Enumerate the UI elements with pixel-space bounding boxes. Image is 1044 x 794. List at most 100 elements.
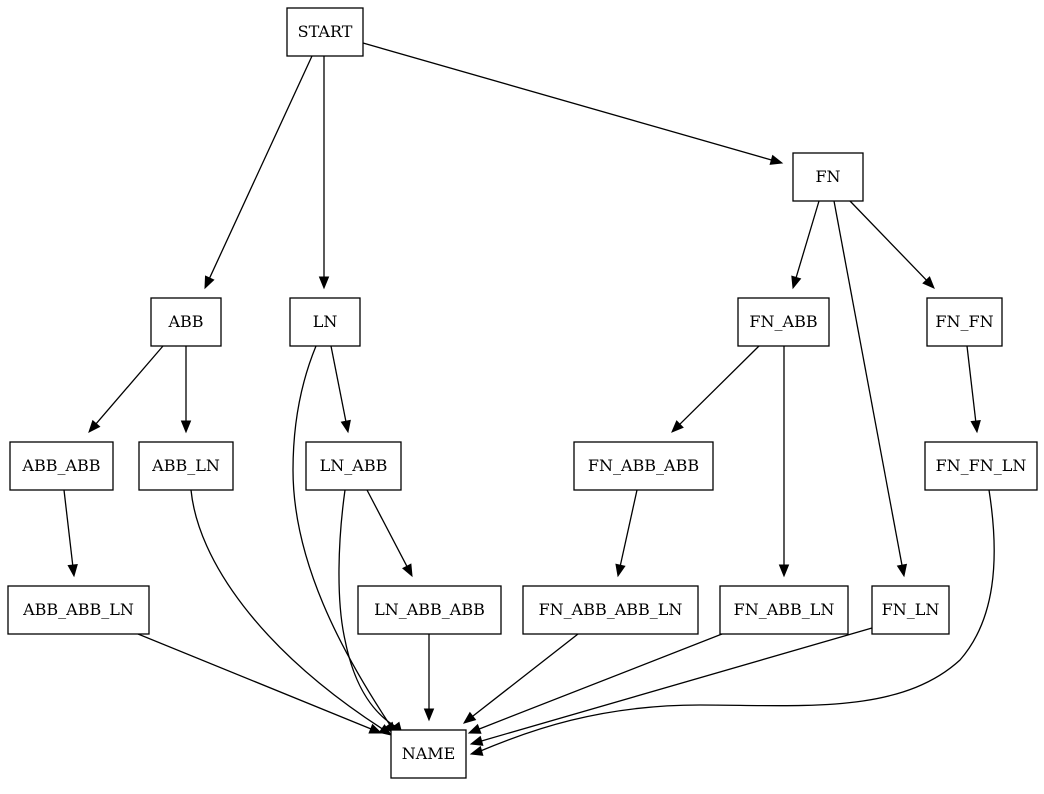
edge-abb-ln-to-name [190, 489, 393, 736]
edge-abb-abb-ln-to-name-line [137, 633, 372, 730]
edge-fn-to-fn-ln-line [833, 200, 903, 567]
node-abb-abb-ln-label: ABB_ABB_LN [22, 600, 134, 619]
node-ln-box [289, 297, 361, 347]
edge-abb-to-abb-abb-line [95, 345, 164, 425]
edge-fn-abb-to-fn-abb-abb-line [678, 345, 760, 426]
node-abb-abb-label: ABB_ABB [21, 456, 100, 475]
edge-abb-abb-to-abb-abb-ln [63, 489, 78, 578]
node-ln-abb-abb: LN_ABB_ABB [357, 585, 502, 635]
edge-fn-ln-to-name-line [480, 627, 873, 742]
node-fn-abb-label: FN_ABB [749, 312, 817, 331]
node-abb-abb-box [9, 441, 114, 491]
node-fn-abb-abb: FN_ABB_ABB [573, 441, 714, 491]
node-name: NAME [390, 729, 467, 779]
edge-abb-to-abb-ln-arrowhead [180, 420, 192, 434]
edge-fn-fn-ln-to-name-arrowhead [469, 745, 484, 756]
edge-ln-to-ln-abb-line [330, 345, 347, 423]
node-start-label: START [298, 22, 353, 41]
edge-fn-abb-to-fn-abb-ln-arrowhead [778, 564, 790, 578]
edge-fn-abb-to-fn-abb-ln [778, 346, 790, 578]
edge-fn-ln-to-name-arrowhead [469, 735, 484, 746]
edge-abb-abb-ln-to-name-arrowhead [368, 723, 383, 734]
node-abb-ln-label: ABB_LN [151, 456, 220, 475]
edge-fn-abb-abb-ln-to-name-line [471, 633, 579, 718]
node-ln-label: LN [313, 312, 338, 331]
node-fn-abb-abb-box [573, 441, 714, 491]
node-name-box [390, 729, 467, 779]
edge-fn-abb-abb-to-fn-abb-abb-ln [615, 489, 638, 578]
node-fn-abb-abb-ln-box [522, 585, 699, 635]
edge-abb-to-abb-abb [88, 345, 164, 434]
edge-ln-to-name-line [292, 345, 393, 729]
edge-start-to-ln [318, 56, 330, 290]
node-fn-fn-label: FN_FN [935, 312, 993, 331]
edge-ln-abb-to-ln-abb-abb-line [366, 489, 408, 568]
edge-ln-abb-abb-to-name [423, 634, 435, 722]
node-fn-fn-ln: FN_FN_LN [924, 441, 1038, 491]
node-fn-fn-box [926, 297, 1003, 347]
node-abb: ABB [150, 297, 222, 347]
edge-fn-to-fn-fn-line [849, 200, 928, 282]
edge-start-to-abb [204, 55, 313, 290]
edge-abb-ln-to-name-arrowhead [378, 724, 393, 736]
node-fn-ln-label: FN_LN [882, 600, 940, 619]
edge-fn-abb-to-fn-abb-abb-arrowhead [671, 420, 684, 433]
edge-fn-abb-abb-to-fn-abb-abb-ln-arrowhead [615, 563, 626, 578]
edge-abb-to-abb-ln [180, 346, 192, 434]
edge-ln-to-ln-abb-arrowhead [340, 419, 351, 434]
node-fn-abb-box [737, 297, 830, 347]
edge-fn-fn-to-fn-fn-ln [966, 345, 981, 434]
node-fn-ln: FN_LN [871, 585, 950, 635]
node-name-label: NAME [402, 744, 456, 763]
node-fn: FN [792, 152, 864, 202]
node-ln-abb-abb-label: LN_ABB_ABB [374, 600, 485, 619]
node-fn-abb: FN_ABB [737, 297, 830, 347]
node-fn-abb-ln: FN_ABB_LN [719, 585, 849, 635]
node-fn-abb-abb-ln: FN_ABB_ABB_LN [522, 585, 699, 635]
node-layer: START FN ABB LN FN_ABB FN_FN ABB_ABB ABB_LN LN_A… [7, 7, 1038, 779]
node-ln-abb: LN_ABB [305, 441, 402, 491]
node-abb-abb-ln: ABB_ABB_LN [7, 585, 150, 635]
node-fn-abb-ln-box [719, 585, 849, 635]
node-ln-abb-abb-box [357, 585, 502, 635]
edge-abb-ln-to-name-line [190, 489, 385, 731]
node-abb-label: ABB [167, 312, 203, 331]
node-fn-fn-ln-box [924, 441, 1038, 491]
node-fn-fn-ln-label: FN_FN_LN [936, 456, 1027, 475]
node-fn-fn: FN_FN [926, 297, 1003, 347]
edge-ln-abb-to-name-line [338, 489, 399, 729]
edge-abb-to-abb-abb-arrowhead [88, 419, 101, 434]
edge-start-to-abb-arrowhead [204, 275, 215, 290]
edge-fn-ln-to-name [469, 627, 873, 746]
edge-start-to-ln-arrowhead [318, 276, 330, 290]
node-ln-abb-label: LN_ABB [320, 456, 388, 475]
edge-start-to-fn [362, 42, 784, 165]
node-abb-box [150, 297, 222, 347]
edge-fn-fn-ln-to-name-line [477, 489, 995, 753]
edge-fn-abb-ln-to-name-line [478, 633, 723, 730]
edge-fn-to-fn-fn [849, 200, 935, 289]
edge-ln-abb-abb-to-name-arrowhead [423, 708, 435, 722]
node-fn-box [792, 152, 864, 202]
edge-fn-abb-abb-ln-to-name [462, 633, 579, 724]
edge-start-to-fn-arrowhead [769, 154, 784, 165]
edge-fn-fn-to-fn-fn-ln-arrowhead [970, 419, 981, 434]
edge-ln-to-name [292, 345, 396, 736]
edge-fn-fn-to-fn-fn-ln-line [966, 345, 977, 423]
edge-fn-to-fn-abb-arrowhead [791, 275, 802, 290]
edge-fn-to-fn-abb [791, 200, 820, 290]
edge-abb-abb-to-abb-abb-ln-line [63, 489, 74, 567]
edge-start-to-fn-line [362, 42, 773, 161]
node-fn-label: FN [815, 167, 840, 186]
edge-fn-to-fn-ln-arrowhead [896, 563, 908, 578]
edge-fn-abb-to-fn-abb-abb [671, 345, 760, 433]
node-ln: LN [289, 297, 361, 347]
edge-fn-abb-ln-to-name-arrowhead [467, 723, 482, 734]
node-abb-ln: ABB_LN [138, 441, 234, 491]
node-ln-abb-box [305, 441, 402, 491]
edge-ln-to-ln-abb [330, 345, 351, 434]
node-start: START [286, 7, 364, 57]
edge-fn-to-fn-fn-arrowhead [922, 276, 935, 289]
edge-fn-fn-ln-to-name [469, 489, 995, 756]
node-abb-abb-ln-box [7, 585, 150, 635]
